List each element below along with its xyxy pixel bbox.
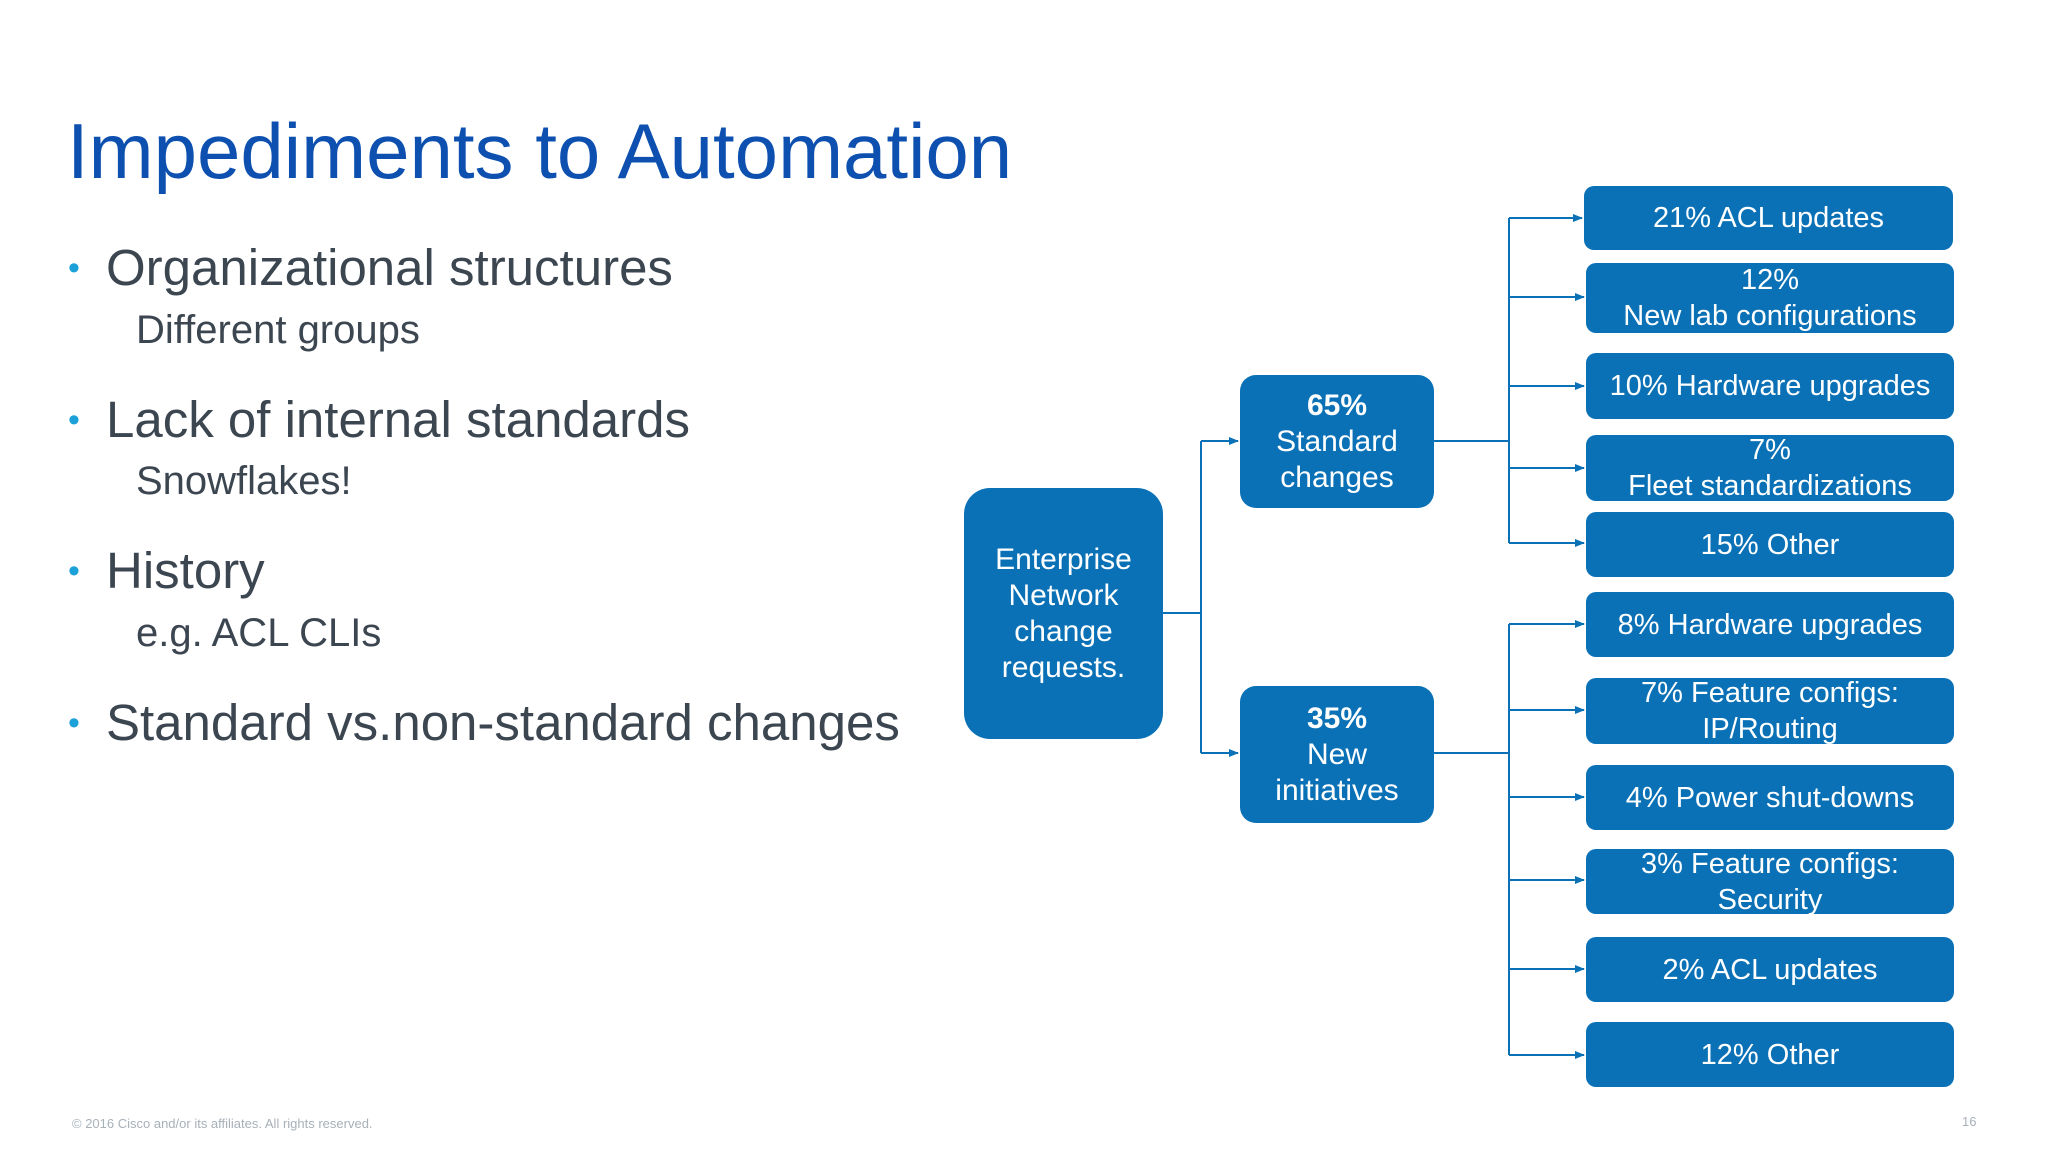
new-leaf-node: 3% Feature configs: Security [1586, 847, 1954, 916]
standard-leaf-node: 10% Hardware upgrades [1586, 353, 1954, 419]
leaf-line: Fleet standardizations [1628, 470, 1912, 502]
standard-changes-label: changes [1280, 460, 1394, 494]
standard-changes-label: Standard [1276, 424, 1398, 458]
leaf-line: 12% Other [1700, 1038, 1840, 1071]
standard-leaf-node: 15% Other [1586, 512, 1954, 577]
new-initiatives-label: New [1306, 737, 1367, 771]
bullet-dot-icon: • [68, 551, 80, 590]
root-node: Enterprise Network change requests. [964, 488, 1163, 739]
bullet-text: Standard vs.non-standard changes [106, 694, 900, 752]
root-node-line: Enterprise [995, 542, 1132, 576]
new-leaf-node: 2% ACL updates [1586, 937, 1954, 1002]
bullet-text: Lack of internal standards [106, 391, 691, 449]
root-node-line: Network [1008, 578, 1119, 612]
leaf-line: 4% Power shut-downs [1625, 781, 1915, 814]
new-leaf-node: 7% Feature configs: IP/Routing [1586, 677, 1954, 745]
bullet-subtext: Snowflakes! [136, 459, 352, 503]
bullet-text: History [106, 542, 265, 600]
page-number: 16 [1962, 1114, 1977, 1129]
bullet-text: Organizational structures [106, 239, 673, 297]
leaf-line: 10% Hardware upgrades [1609, 370, 1931, 402]
standard-changes-node: 65% Standard changes [1240, 375, 1434, 508]
bullet-item: •Standard vs.non-standard changes [68, 693, 900, 748]
bullet-item: •History [68, 541, 265, 596]
standard-leaf-node: 12% New lab configurations [1586, 263, 1954, 333]
bullet-item: •Lack of internal standards [68, 390, 690, 445]
new-leaf-node: 12% Other [1586, 1022, 1954, 1087]
root-node-line: change [1014, 614, 1113, 648]
root-node-line: requests. [1001, 650, 1126, 684]
leaf-line: 7% [1749, 434, 1791, 466]
leaf-line: 12% [1740, 264, 1800, 296]
leaf-line: IP/Routing [1702, 713, 1838, 745]
bullet-subtext: e.g. ACL CLIs [136, 611, 382, 655]
standard-leaf-node: 7% Fleet standardizations [1586, 434, 1954, 502]
standard-changes-percent: 65% [1306, 388, 1368, 422]
leaf-line: Security [1717, 883, 1823, 916]
new-leaf-node: 8% Hardware upgrades [1586, 592, 1954, 657]
new-initiatives-node: 35% New initiatives [1240, 686, 1434, 823]
copyright-footer: © 2016 Cisco and/or its affiliates. All … [72, 1116, 373, 1131]
leaf-line: 2% ACL updates [1662, 953, 1878, 986]
bullet-item: •Organizational structures [68, 238, 673, 293]
slide-title: Impediments to Automation [67, 107, 1013, 195]
bullet-dot-icon: • [68, 703, 80, 742]
leaf-line: 15% Other [1700, 528, 1840, 561]
new-initiatives-label: initiatives [1275, 773, 1399, 807]
leaf-line: 3% Feature configs: [1641, 847, 1899, 880]
new-initiatives-percent: 35% [1306, 701, 1368, 735]
leaf-line: 21% ACL updates [1652, 202, 1885, 234]
standard-leaf-node: 21% ACL updates [1584, 186, 1953, 250]
bullet-dot-icon: • [68, 248, 80, 287]
leaf-line: New lab configurations [1623, 300, 1917, 332]
new-leaf-node: 4% Power shut-downs [1586, 765, 1954, 830]
leaf-line: 8% Hardware upgrades [1617, 608, 1923, 641]
leaf-line: 7% Feature configs: [1641, 677, 1899, 709]
bullet-dot-icon: • [68, 400, 80, 439]
bullet-subtext: Different groups [136, 308, 420, 352]
